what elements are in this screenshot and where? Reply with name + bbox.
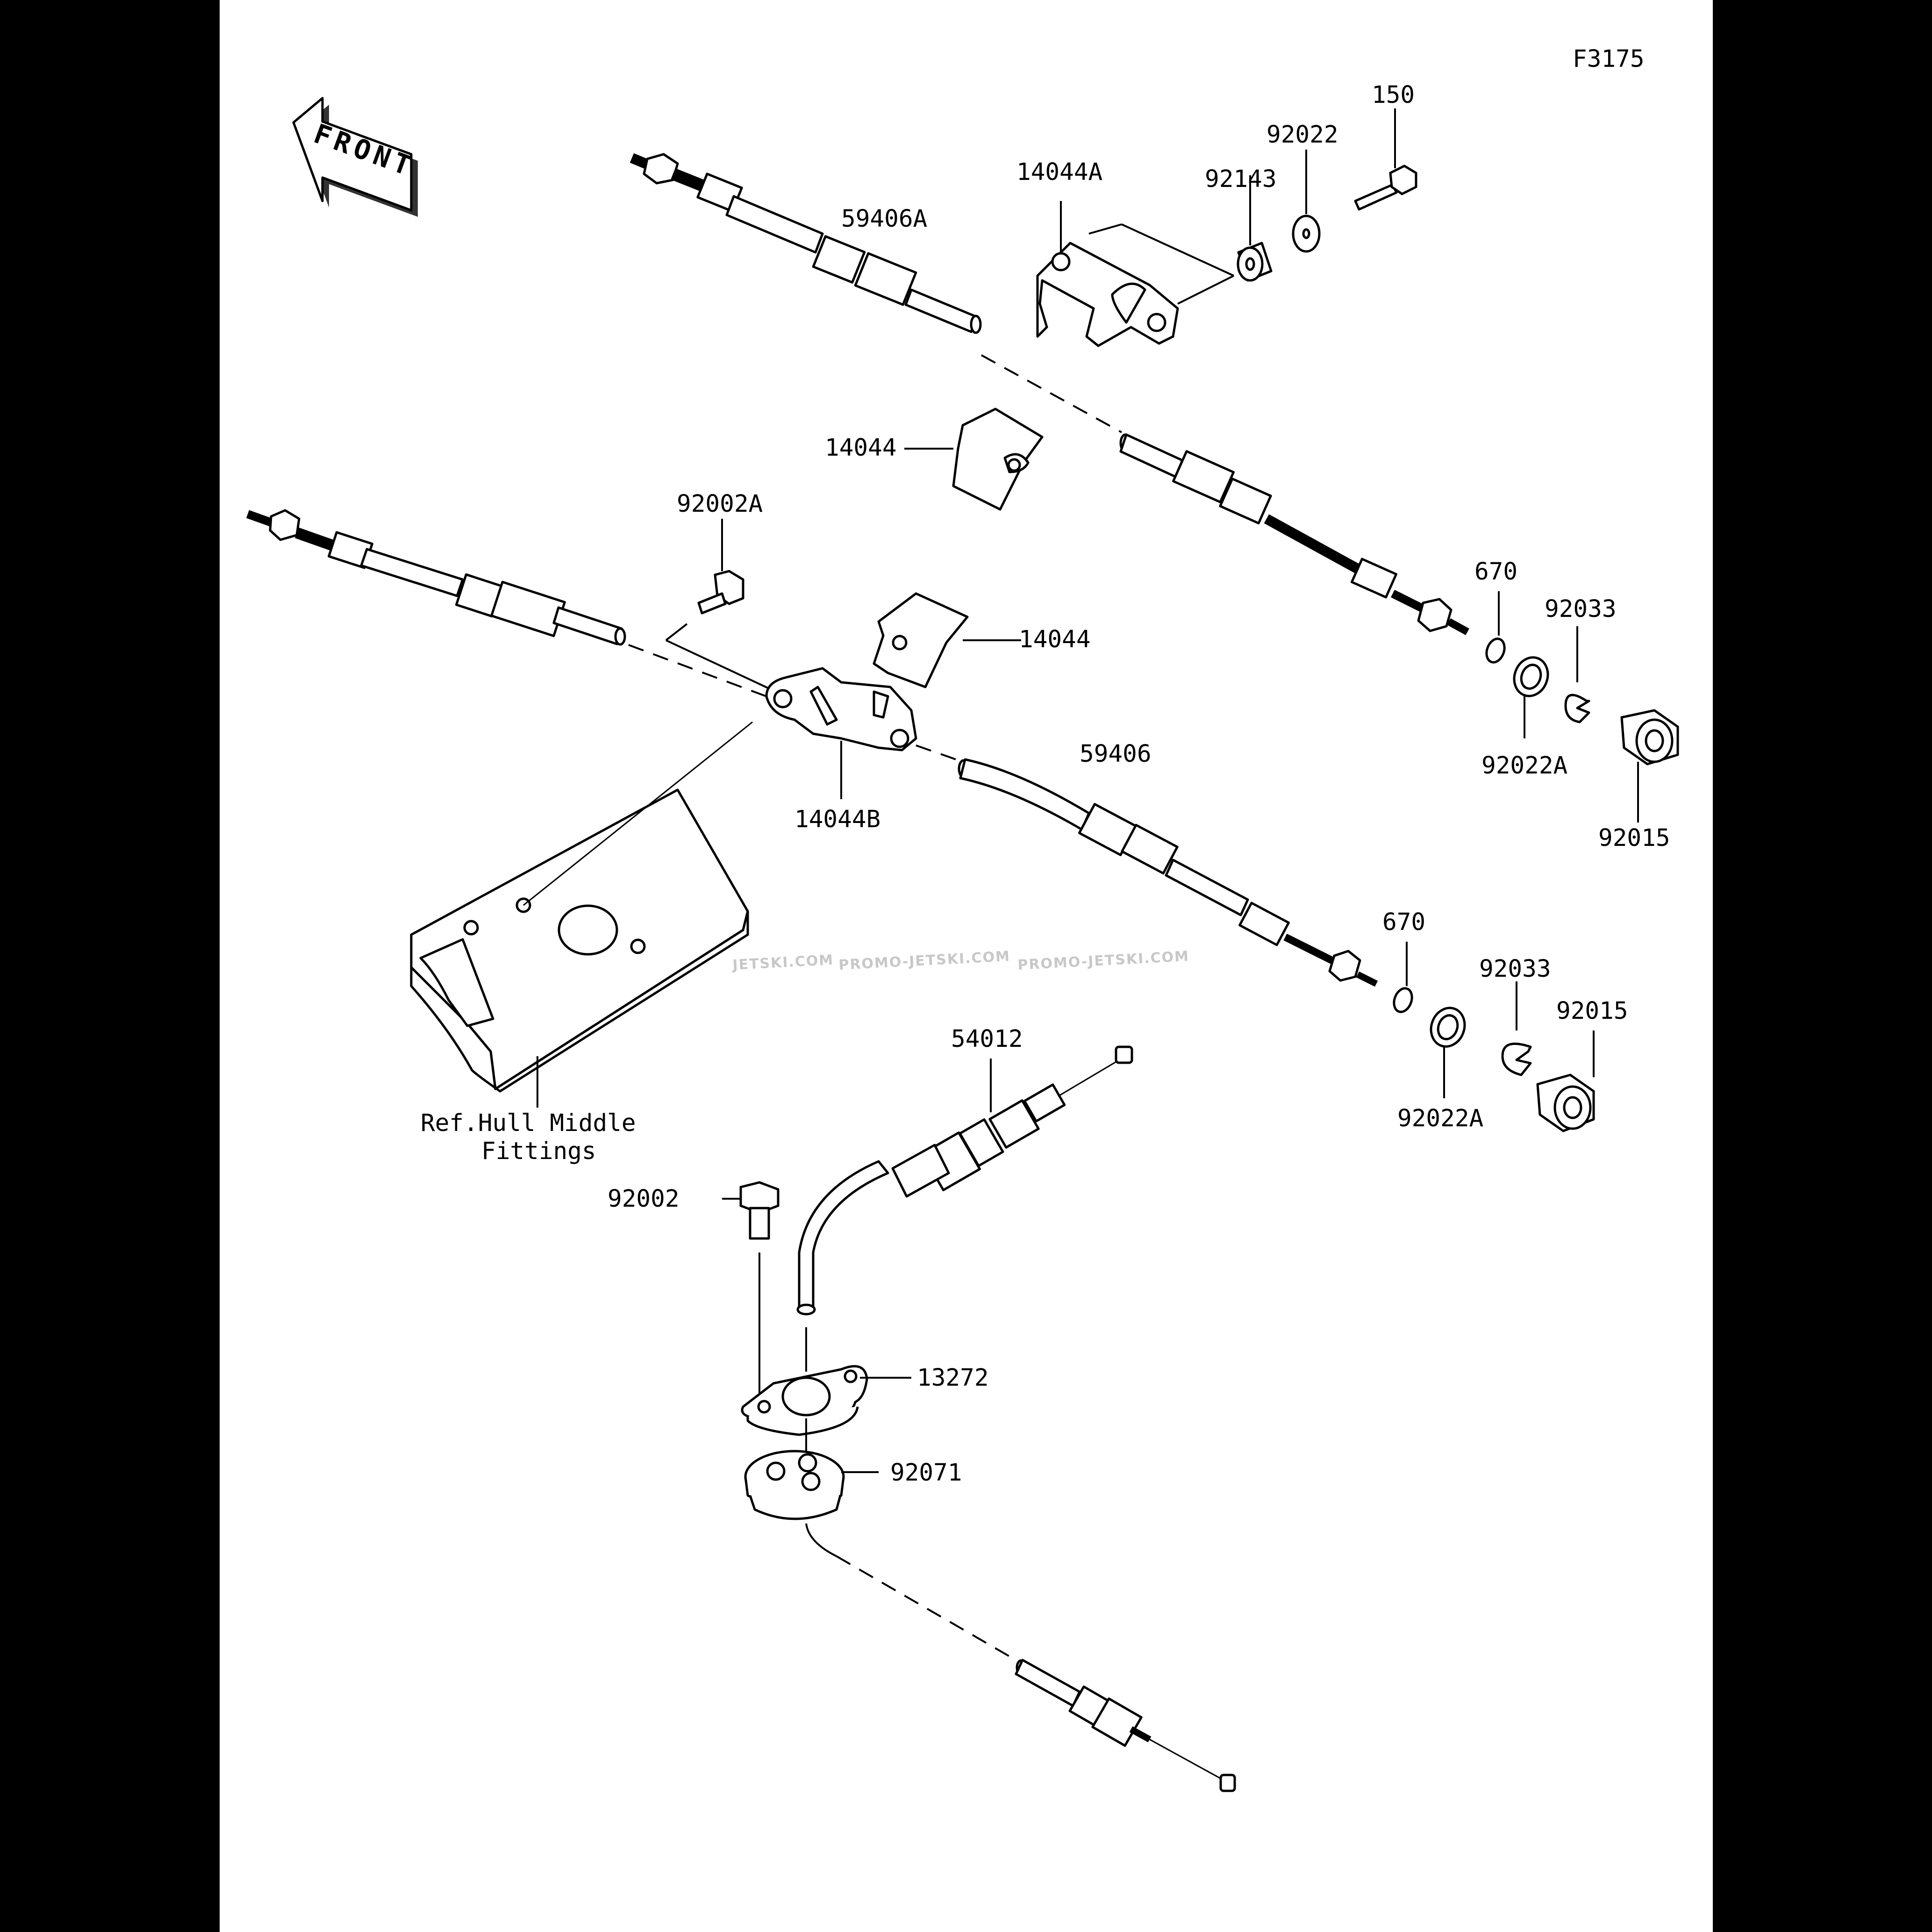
bolt-92002A [697,570,744,615]
label-59406A: 59406A [841,205,927,233]
label-670-lower: 670 [1382,909,1425,936]
clip-92033-upper [1564,694,1590,723]
label-92002: 92002 [608,1185,680,1213]
grommet-92071 [744,1450,845,1520]
o-ring-670-lower [1393,987,1413,1013]
cable-54012 [796,1045,1133,1316]
label-92015-lower: 92015 [1556,997,1628,1025]
reference-note-line1: Ref.Hull Middle [421,1109,636,1137]
reference-note-line2: Fittings [481,1138,596,1165]
label-59406: 59406 [1080,740,1152,768]
hull-middle-fittings-plate [410,721,753,1093]
watermark: JETSKI.COM PROMO-JETSKI.COM PROMO-JETSKI… [731,948,1190,973]
figure-code: F3175 [1573,45,1645,73]
cable-59406A [630,153,982,334]
cable-54012-lower-end [1015,1659,1236,1792]
label-54012: 54012 [951,1025,1023,1053]
nut-92015-upper [1620,709,1679,766]
label-14044-upper: 14044 [825,434,897,462]
label-92033-upper: 92033 [1545,595,1617,623]
svg-text:JETSKI.COM: JETSKI.COM [731,952,834,973]
nut-92015-lower [1536,1073,1595,1132]
cable-59406-right [958,758,1378,987]
washer-92022 [1292,215,1321,253]
plate-13272 [741,1365,868,1436]
label-670-upper: 670 [1474,558,1517,586]
part-labels: 150 92022 14044A 92143 59406A 14044 9200… [608,81,1670,1487]
label-150: 150 [1372,81,1415,109]
clip-14044-lower [873,592,969,688]
label-13272: 13272 [917,1364,989,1392]
svg-text:PROMO-JETSKI.COM: PROMO-JETSKI.COM [838,948,1011,973]
washer-92022A-lower [1430,1007,1466,1048]
clip-92033-lower [1501,1042,1532,1076]
collar-92143 [1237,242,1273,282]
label-92002A: 92002A [677,490,763,518]
bracket-14044B [765,667,917,751]
bolt-92002 [739,1181,780,1240]
label-14044B: 14044B [794,806,880,833]
cable-59406-left [246,509,626,646]
front-arrow-icon: FRONT [292,97,419,217]
label-14044-lower: 14044 [1019,626,1091,653]
bracket-14044A [1036,242,1179,347]
label-14044A: 14044A [1016,158,1102,186]
label-92015-upper: 92015 [1598,824,1670,852]
label-92022: 92022 [1267,121,1338,149]
bolt-150 [1354,165,1417,211]
label-92143: 92143 [1205,165,1277,193]
leader-grommet-to-cable [805,1523,837,1557]
washer-92022A-upper [1513,656,1549,697]
label-92033-lower: 92033 [1479,955,1551,983]
cable-59406A-lower-end [1119,433,1469,636]
label-92071: 92071 [890,1459,962,1487]
clip-14044-upper [952,408,1044,511]
o-ring-670-upper [1485,637,1506,664]
label-92022A-lower: 92022A [1397,1105,1483,1132]
label-92022A-upper: 92022A [1481,752,1567,780]
svg-text:PROMO-JETSKI.COM: PROMO-JETSKI.COM [1017,948,1190,973]
